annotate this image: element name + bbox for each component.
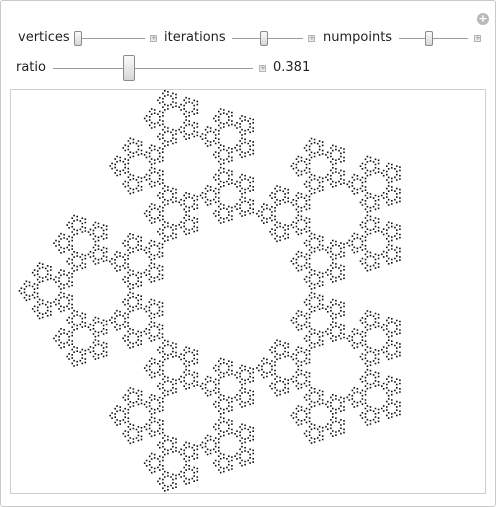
ratio-slider[interactable] [53,68,253,69]
ratio-expand-icon[interactable]: + [259,64,266,72]
iterations-expand-icon[interactable]: + [308,34,315,42]
iterations-slider-thumb[interactable] [260,31,268,46]
add-icon[interactable]: + [477,12,489,25]
fractal-graphic [18,90,401,492]
vertices-label: vertices [18,30,70,45]
numpoints-expand-icon[interactable]: + [474,34,481,42]
vertices-slider-thumb[interactable] [74,31,82,46]
fractal-plot [10,89,486,494]
fractal-points [18,90,401,492]
iterations-label: iterations [164,30,226,45]
ratio-label: ratio [16,60,46,75]
numpoints-slider-thumb[interactable] [425,31,433,46]
ratio-slider-thumb[interactable] [123,55,135,81]
numpoints-label: numpoints [323,30,393,45]
ratio-value: 0.381 [273,60,311,75]
vertices-expand-icon[interactable]: + [150,34,157,42]
vertices-slider[interactable] [74,38,145,39]
numpoints-slider[interactable] [399,38,468,39]
